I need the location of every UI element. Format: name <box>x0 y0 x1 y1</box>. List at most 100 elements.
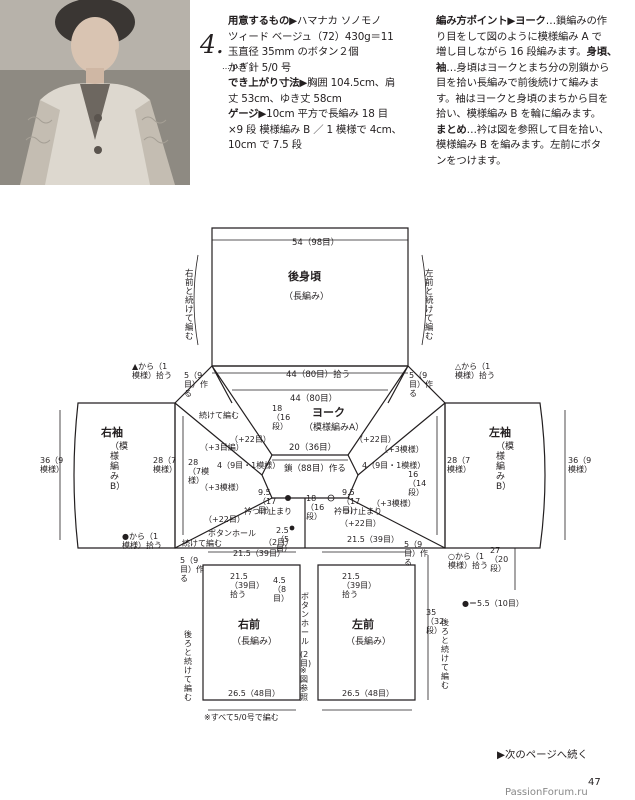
back-top-width: 54（98目） <box>292 238 340 248</box>
body-label: 身頃、 <box>586 46 618 58</box>
four-right: 4（9目・1模様） <box>362 461 426 470</box>
increase-22-bottom-right: （+22目） <box>340 519 381 528</box>
buttonhole-vertical: ボタンホール <box>301 592 309 646</box>
gauge-line-2: ×9 段 模様編み B ／ 1 模様で 4cm、 <box>228 123 402 136</box>
front-back-continue-left: 後ろと続けて編む <box>184 630 192 702</box>
body-line-1: …身頃はヨークとまち分の別鎖から <box>446 61 610 74</box>
gauge-line-1: 10cm 平方で長編み 18 目 <box>266 108 388 120</box>
increase-3-right: （+3模様） <box>380 445 424 454</box>
size-heading: でき上がり寸法 <box>228 77 300 89</box>
increase-22-bottom-left: （+22目） <box>204 515 245 524</box>
pick-black-dot: ●から（1模様）拾う <box>122 532 162 550</box>
watermark: PassionForum.ru <box>505 787 588 798</box>
next-page-note: ▶次のページへ続く <box>497 749 588 761</box>
pick-black-triangle: ▲から（1模様）拾う <box>132 362 172 380</box>
instructions-block: 編み方ポイント▶ヨーク…鎖編みの作 り目をして図のように模様編み A で 増し目… <box>436 15 618 167</box>
front-back-continue-right: 後ろと続けて編む <box>441 618 449 690</box>
collar-width-right: 9.5（17目） <box>342 488 361 515</box>
left-front-subtitle: （長編み） <box>346 637 392 647</box>
pick-white-dot: ○から（1模様）拾う <box>448 552 488 570</box>
finish-line-2: 模様編み B を編みます。左前にボタ <box>436 139 601 151</box>
pick-white-triangle: △から（1模様）拾う <box>455 362 495 380</box>
back-left-note: 右前と続けて編む <box>185 269 194 342</box>
increase-3-pattern-left: （+3模様） <box>200 483 244 492</box>
left-front-top-width: 21.5（39目）拾う <box>342 572 373 599</box>
hook-note: ※すべて5/0号で編む <box>204 713 279 722</box>
right-sleeve-subtitle: （模様編みB） <box>110 442 129 492</box>
photo-reference: … p.8 <box>222 62 246 71</box>
pattern-number: 4. <box>200 30 224 59</box>
yoke-line-3: 増し目しながら 16 段編みます。 <box>436 46 587 58</box>
yoke-bottom-right: 21.5（39目） <box>347 535 399 544</box>
left-sleeve-outline <box>444 402 546 549</box>
right-front-title: 右前 <box>238 618 260 631</box>
increase-3-pattern-right: （+3模様） <box>372 499 416 508</box>
yoke-side-left: 28（7模様） <box>188 458 210 485</box>
right-sleeve-outline <box>73 402 176 549</box>
materials-block: 用意するもの▶ハマナカ ソノモノ ツィード ベージュ（72）430g＝11 玉直… <box>228 15 402 151</box>
right-front-bottom-width: 26.5（48目） <box>228 689 280 698</box>
increase-22-right: （+22目） <box>355 435 396 444</box>
instructions-heading: 編み方ポイント <box>436 15 508 27</box>
button-note: ●＝5.5（10目） <box>462 599 524 608</box>
page-number: 47 <box>588 777 601 788</box>
back-right-note: 左前と続けて編む <box>425 269 434 342</box>
size-line-1: 胸囲 104.5cm、肩 <box>307 77 396 89</box>
finish-label: まとめ <box>436 123 467 136</box>
materials-line-1: ハマナカ ソノモノ <box>296 15 382 27</box>
make-9-bottom-right: 5（9目）作る <box>404 540 428 567</box>
left-sleeve-title: 左袖 <box>489 426 511 439</box>
yoke-top-width: 44（80目） <box>290 394 338 404</box>
body-line-3: す。袖はヨークと身頃のまちから目を <box>436 92 609 105</box>
yoke-line-1: …鎖編みの作 <box>545 15 607 27</box>
model-photo-illustration <box>0 0 190 185</box>
increase-22-left: （+22目） <box>230 435 271 444</box>
chain-start-note: 鎖（88目）作る <box>284 464 346 474</box>
materials-line-3: 玉直径 35mm のボタン２個 <box>228 46 359 58</box>
finish-line-3: ンをつけます。 <box>436 154 507 167</box>
front-length: 35（32段） <box>426 608 445 635</box>
make-9-bottom-left: 5（9目）作る <box>180 556 204 583</box>
gauge-heading: ゲージ <box>228 108 259 120</box>
left-front-title: 左前 <box>352 618 374 631</box>
buttonhole-label: ボタンホール <box>208 529 256 538</box>
yoke-bottom-left: 21.5（39目） <box>233 549 285 558</box>
see-figure-note: ※図参照 <box>300 666 308 702</box>
yoke-rows: 18（16段） <box>272 404 291 431</box>
collar-stop-right: 衿つけ止まり <box>334 507 382 516</box>
back-title: 後身頃 <box>288 270 321 283</box>
back-pickup-width: 44（80目）拾う <box>286 370 351 380</box>
materials-heading: 用意するもの <box>228 15 290 27</box>
buttonhole-stitches: （2目） <box>264 538 294 547</box>
left-front-outline <box>317 564 416 701</box>
sleeve-length: 27（20段） <box>490 546 509 573</box>
continue-bottom-left: 続けて編む <box>182 539 222 548</box>
right-sleeve-top: 28（7模様） <box>153 456 177 474</box>
buttonhole-offset: 2.5（5目） <box>276 526 292 553</box>
left-sleeve-top: 28（7模様） <box>447 456 471 474</box>
collar-width-left: 9.5（17目） <box>258 488 277 515</box>
right-front-top-width: 21.5（39目）拾う <box>230 572 261 599</box>
gauge-line-3: 10cm で 7.5 段 <box>228 139 302 151</box>
back-subtitle: （長編み） <box>284 292 330 302</box>
buttonhole-stitch-count: (2目) <box>300 650 312 668</box>
yoke-front-rows: 18（16段） <box>306 494 325 521</box>
body-line-2: 目を拾い長編みで前後続けて編みま <box>436 77 600 89</box>
make-9-top-right: 5（9目）作る <box>409 371 433 398</box>
yoke-inner-width: 20（36目） <box>289 443 337 453</box>
continue-note: 続けて編む <box>199 411 239 420</box>
sleeve-label: 袖 <box>436 61 447 74</box>
right-sleeve-title: 右袖 <box>101 426 123 439</box>
make-9-top-left: 5（9目）作る <box>184 371 208 398</box>
collar-stop-left: 衿つけ止まり <box>244 507 292 516</box>
left-sleeve-subtitle: （模様編みB） <box>496 442 515 492</box>
yoke-title: ヨーク <box>312 406 345 419</box>
buttonhole-position: 4.5（8目） <box>273 576 289 603</box>
left-sleeve-width: 36（9模様） <box>568 456 592 474</box>
right-front-outline <box>202 564 301 701</box>
materials-line-4: かぎ針 5/0 号 <box>228 61 292 74</box>
increase-3-left: （+3目編） <box>200 443 244 452</box>
right-front-subtitle: （長編み） <box>232 637 278 647</box>
yoke-label: ヨーク <box>515 15 546 27</box>
